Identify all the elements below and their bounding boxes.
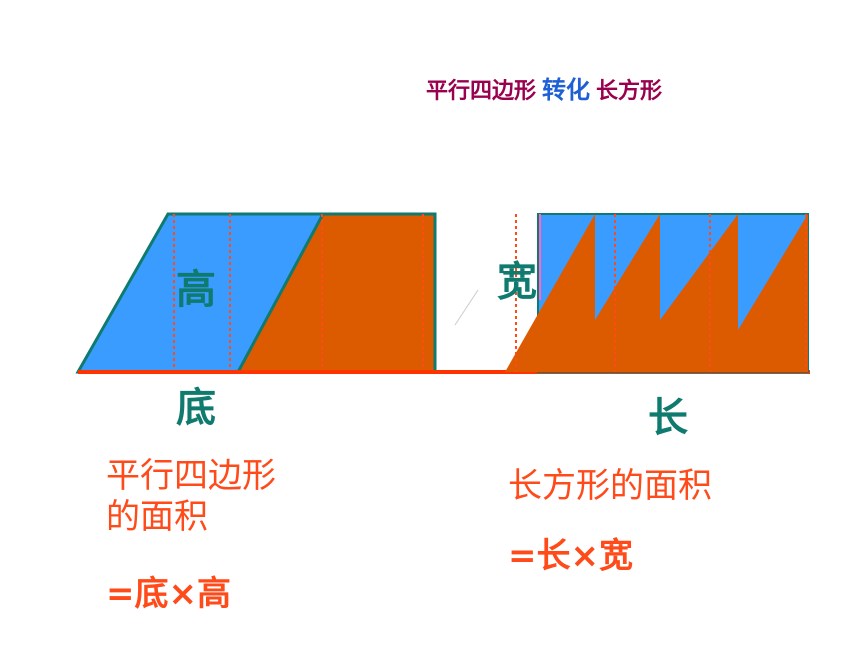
label-width: 宽	[497, 259, 537, 305]
parallelogram-area-name: 平行四边形 的面积	[106, 456, 276, 538]
title-parallelogram: 平行四边形	[426, 79, 537, 104]
title-transform: 转化	[542, 76, 591, 104]
parallelogram-area-line1: 平行四边形	[106, 456, 276, 496]
diagram-title: 平行四边形转化长方形	[426, 70, 662, 105]
rectangle-formula: =长×宽	[508, 536, 633, 576]
label-base: 底	[176, 385, 216, 431]
slant-hint-line	[454, 289, 479, 326]
rectangle-orange-region	[505, 214, 808, 372]
label-height: 高	[176, 267, 216, 313]
parallelogram-formula: =底×高	[106, 574, 231, 614]
rectangle-area-name: 长方形的面积	[508, 466, 712, 506]
parallelogram-area-line2: 的面积	[106, 496, 208, 537]
title-rectangle: 长方形	[596, 79, 663, 104]
label-length: 长	[648, 395, 688, 441]
